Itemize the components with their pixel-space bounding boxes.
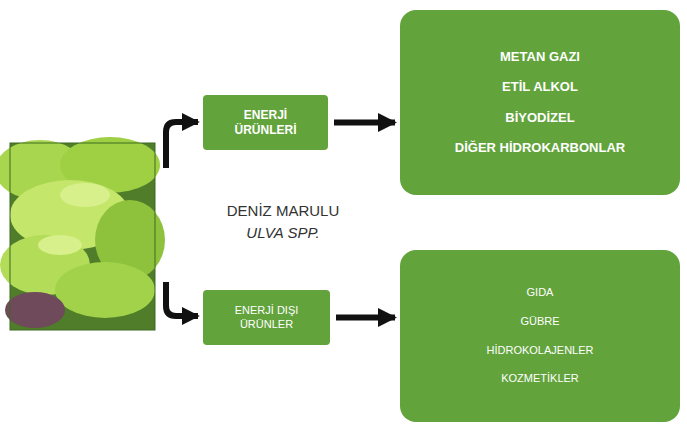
- product-list-box: GIDA GÜBRE HİDROKOLAJENLER KOZMETİKLER: [400, 250, 680, 422]
- flow-arrow: [336, 315, 395, 321]
- box-text: ENERJİ ÜRÜNLERİ: [220, 108, 312, 138]
- leaf-highlight: [38, 235, 82, 255]
- category-box: ENERJİ DIŞI ÜRÜNLER: [203, 290, 330, 345]
- box-text: GIDA: [527, 286, 554, 300]
- box-text: BİYODİZEL: [505, 110, 574, 126]
- box-text: ENERJİ DIŞI ÜRÜNLER: [221, 304, 313, 332]
- box-text: ETİL ALKOL: [502, 79, 578, 95]
- box-text: HİDROKOLAJENLER: [487, 344, 594, 358]
- box-text: DİĞER HİDROKARBONLAR: [455, 140, 625, 156]
- photo-frame: [10, 143, 155, 330]
- sea-lettuce-photo: [0, 137, 165, 330]
- leaf-highlight: [60, 183, 110, 207]
- flow-arrow: [334, 120, 395, 126]
- box-text: GÜBRE: [520, 315, 559, 329]
- box-text: KOZMETİKLER: [501, 372, 579, 386]
- box-text: METAN GAZI: [500, 49, 580, 65]
- species-latin-name: ULVA SPP.: [246, 224, 319, 241]
- leaf: [5, 292, 65, 328]
- branch-arrow: [166, 122, 198, 168]
- species-name: DENİZ MARULU: [227, 202, 340, 219]
- category-box: ENERJİ ÜRÜNLERİ: [203, 95, 328, 150]
- branch-arrow: [166, 282, 198, 316]
- product-list-box: METAN GAZI ETİL ALKOL BİYODİZEL DİĞER HİDRO…: [400, 10, 680, 195]
- leaf: [55, 262, 155, 318]
